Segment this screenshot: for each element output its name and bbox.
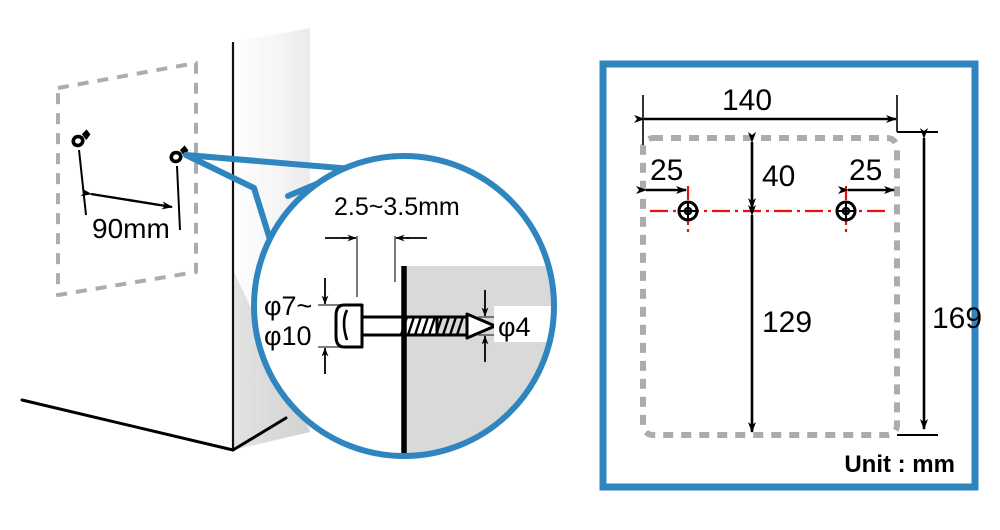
dimension-label-90mm: 90mm	[92, 213, 170, 244]
mounting-template-panel: 140 169 25 25 40	[599, 60, 982, 491]
screw-point	[465, 312, 497, 340]
magnified-screw-detail: 2.5~3.5mm φ7~ φ10	[251, 153, 557, 459]
mount-outline-dashed	[56, 61, 198, 297]
dimension-label-inset-right-25: 25	[849, 154, 882, 187]
label-head-diameter-1: φ7~	[264, 291, 312, 321]
crosshair-hole-icon-right	[835, 200, 857, 222]
label-wall-thickness: 2.5~3.5mm	[334, 193, 460, 221]
detail-circle-border	[251, 153, 557, 459]
floor-edge-line-right	[231, 416, 288, 452]
screw-head-slot	[342, 309, 349, 341]
wall-side-face	[196, 42, 233, 470]
dimension-label-140: 140	[722, 84, 772, 117]
panel-border	[599, 60, 979, 491]
dimension-label-inset-left-25: 25	[650, 154, 683, 187]
template-outline-dashed	[640, 135, 900, 438]
label-shank-diameter: φ4	[498, 312, 531, 342]
screw-head	[334, 303, 364, 349]
unit-label: Unit : mm	[844, 451, 955, 478]
dimension-line-90mm	[80, 188, 173, 210]
dimension-label-40: 40	[762, 160, 795, 193]
dimension-label-129: 129	[762, 306, 812, 339]
screw-head-icon-left	[71, 129, 91, 148]
floor-edge-line	[20, 398, 235, 452]
shank-dia-label-bg	[494, 306, 552, 342]
wall-material-fill	[404, 266, 554, 456]
crosshair-hole-icon-left	[677, 200, 699, 222]
extension-line-left	[78, 149, 87, 216]
screw-head-icon-right	[169, 145, 189, 164]
extension-line-right	[176, 165, 181, 231]
label-head-diameter-2: φ10	[264, 321, 312, 351]
dimension-label-169: 169	[932, 302, 982, 335]
